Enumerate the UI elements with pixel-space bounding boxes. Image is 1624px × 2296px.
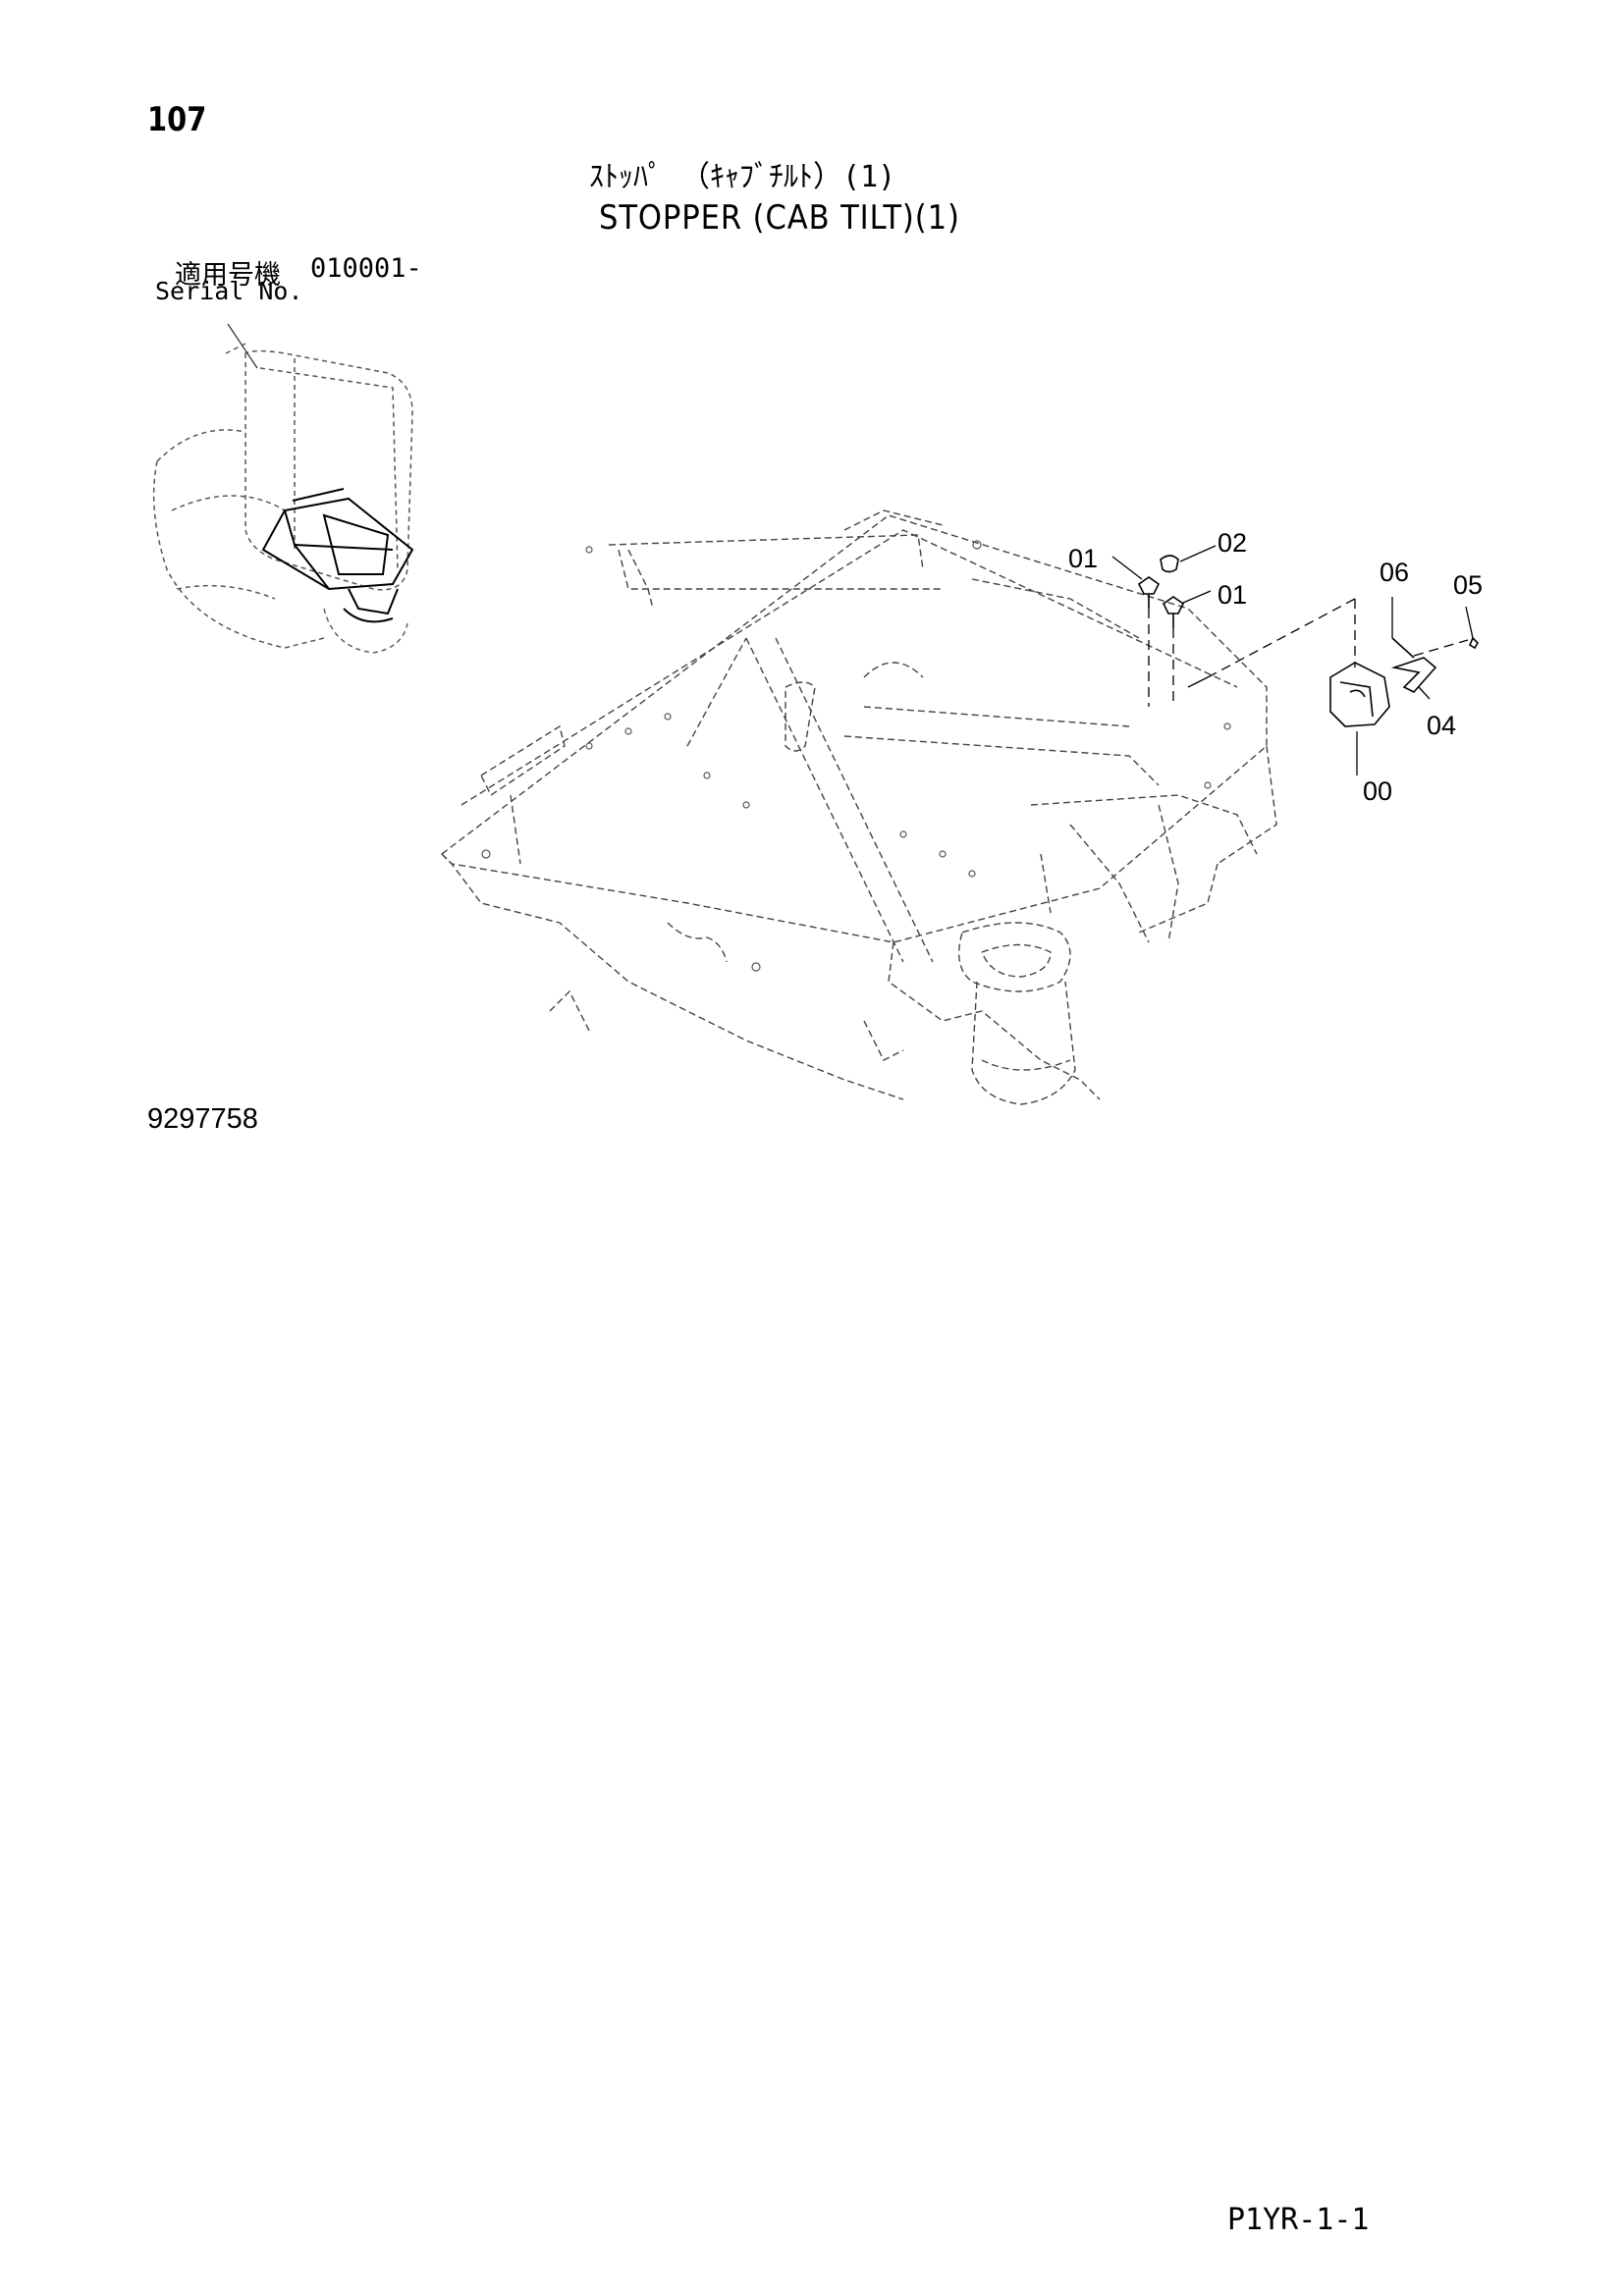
serial-range: 010001- — [310, 253, 422, 284]
footer-code: P1YR-1-1 — [1227, 2203, 1370, 2237]
assembly-line-solid — [1187, 676, 1209, 688]
locator-leader-line — [227, 323, 258, 369]
callout-04: 04 — [1427, 711, 1456, 740]
locator-frame-icon — [261, 488, 414, 623]
callout-00: 00 — [1363, 776, 1392, 806]
callout-02: 02 — [1218, 528, 1247, 558]
drawing-number: 9297758 — [147, 1103, 258, 1135]
serial-label-japanese: 適用号機 — [175, 260, 281, 291]
page-number: 107 — [147, 100, 207, 139]
serial-label: Serial No. — [155, 277, 303, 305]
callout-01-top: 01 — [1068, 544, 1098, 573]
callout-05: 05 — [1453, 570, 1483, 600]
main-frame-drawing — [440, 509, 1277, 1105]
page-title-japanese: ｽﾄｯﾊﾟ （ｷｬﾌﾞﾁﾙﾄ）(1) — [589, 160, 896, 194]
stopper-assembly-drawing — [1137, 555, 1480, 727]
callout-06: 06 — [1380, 558, 1409, 587]
callout-01-bottom: 01 — [1218, 580, 1247, 610]
page-title: STOPPER (CAB TILT)(1) — [599, 198, 960, 238]
frame-holes — [481, 540, 1231, 972]
locator-cab-icon — [152, 343, 413, 649]
callout-leaders — [1111, 545, 1474, 775]
assembly-lines — [1148, 598, 1469, 707]
locator-base-icon — [323, 608, 408, 654]
